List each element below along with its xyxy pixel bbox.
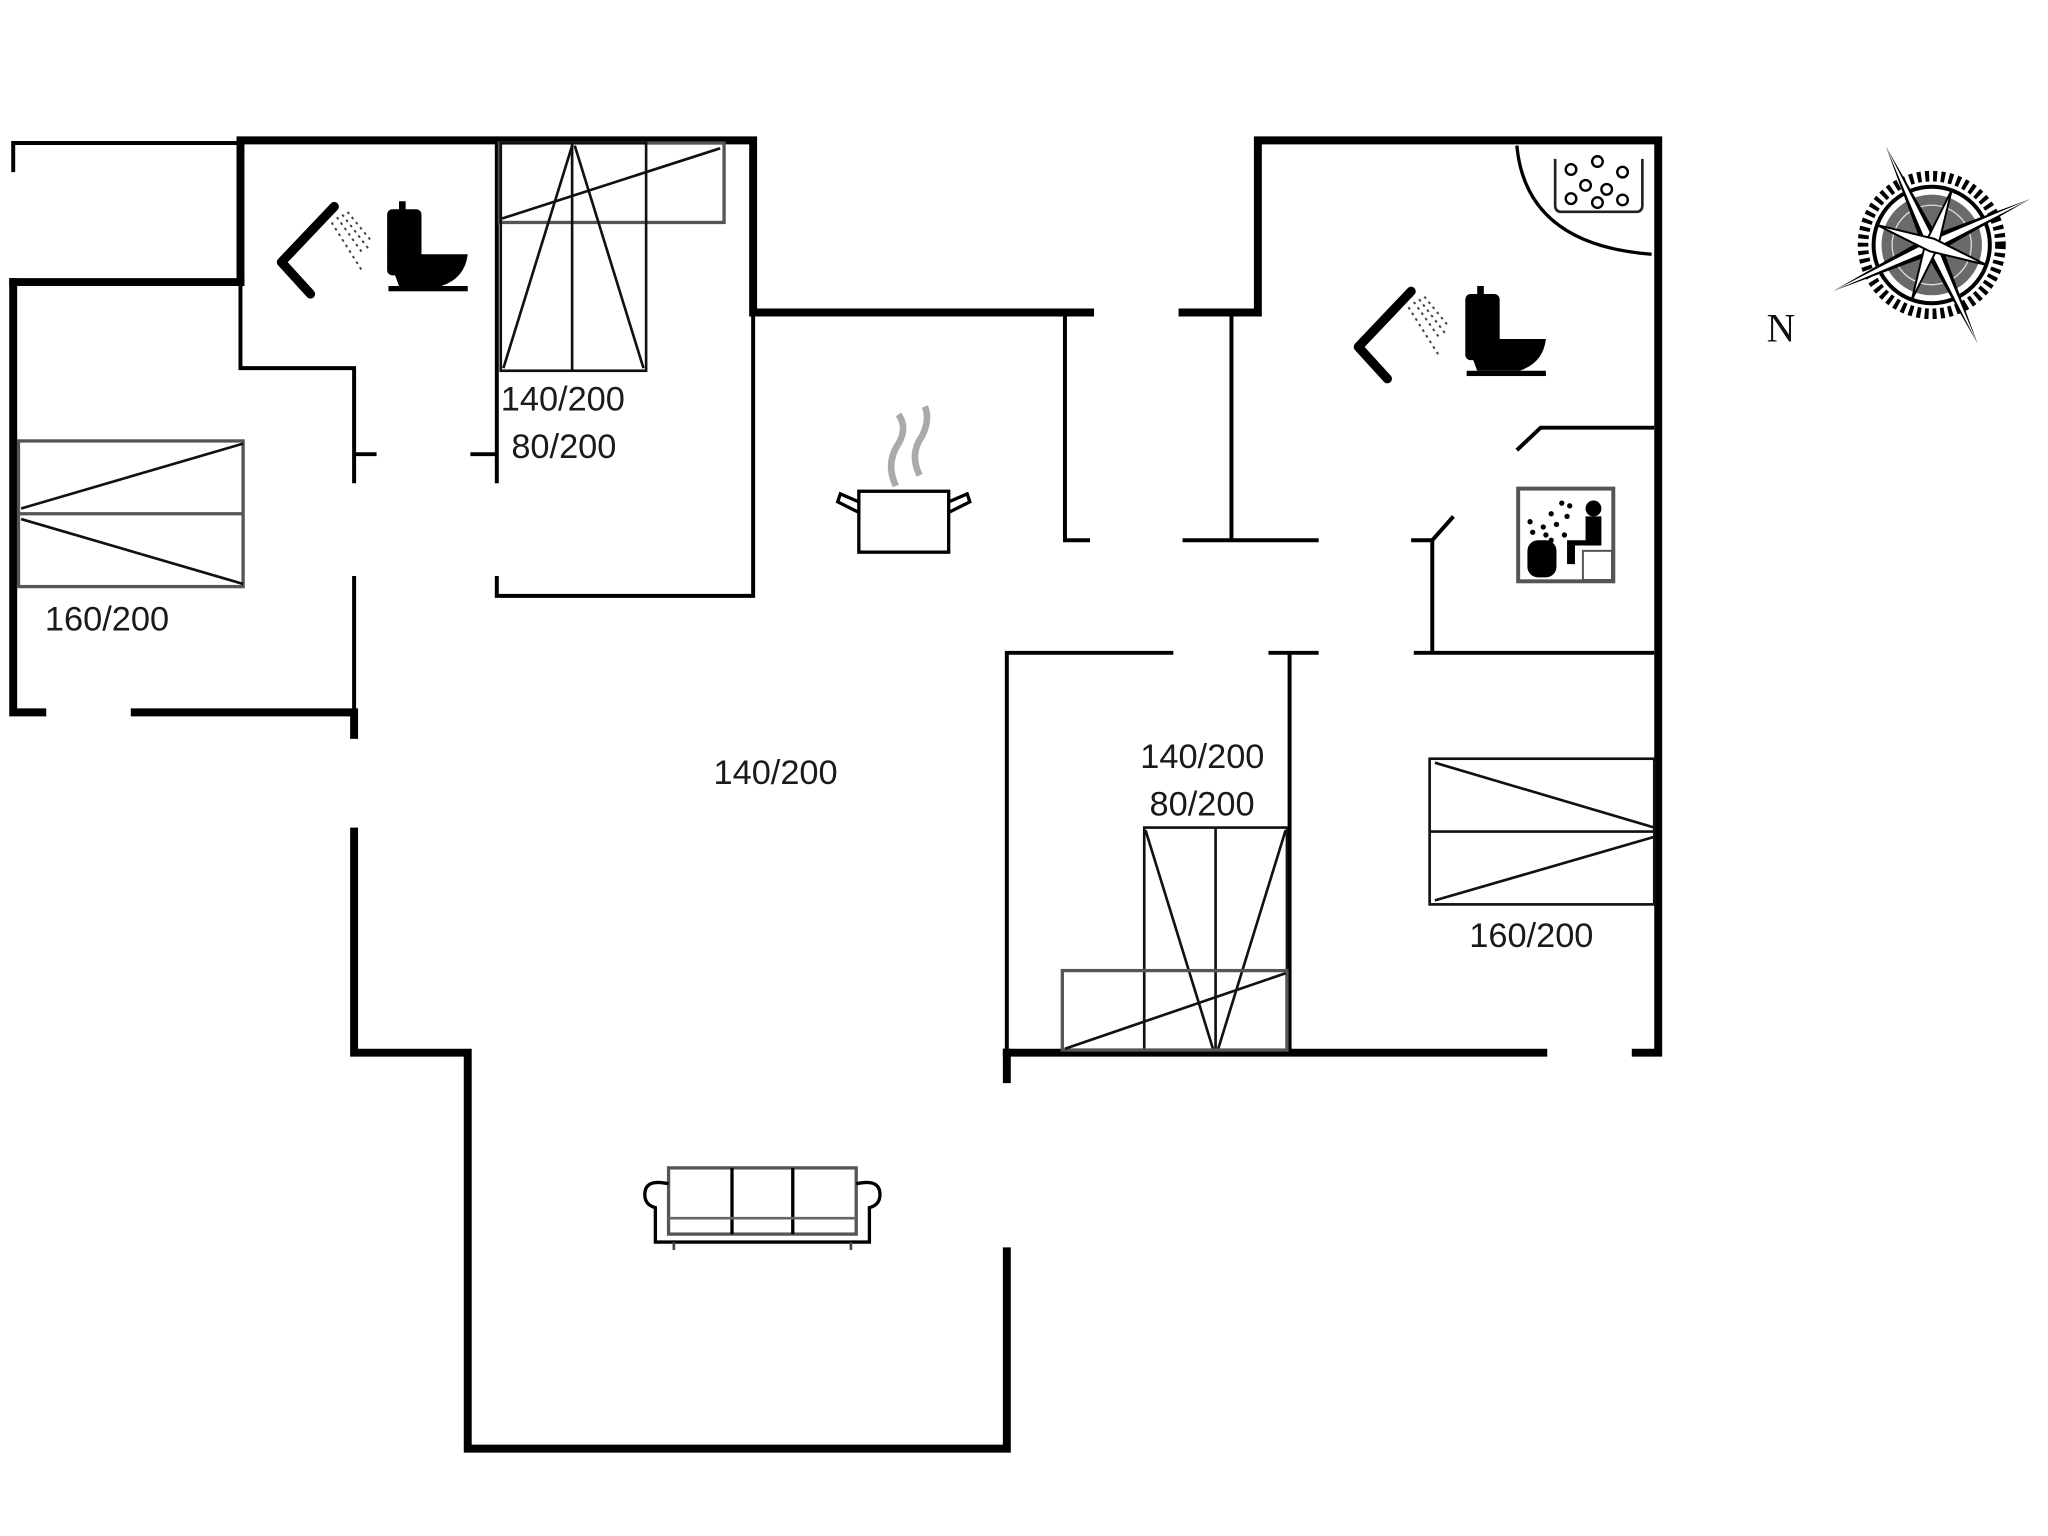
toilet-icon bbox=[1465, 286, 1546, 377]
bed-south bbox=[1060, 826, 1289, 1052]
bed-size-label: 160/200 bbox=[1469, 917, 1593, 955]
sauna-icon bbox=[1516, 486, 1616, 584]
wall-west-top bbox=[11, 141, 241, 173]
wall-north-bedroom-bottom bbox=[494, 312, 756, 598]
whirlpool-spa-icon bbox=[1515, 145, 1652, 256]
sofa-icon bbox=[643, 1166, 882, 1250]
wall-sauna-door bbox=[1411, 515, 1455, 543]
bed-size-label: 140/200 bbox=[501, 380, 625, 418]
wall-bath-west bbox=[238, 282, 357, 484]
toilet-icon bbox=[387, 201, 468, 292]
wall-kitchen-east bbox=[1062, 312, 1091, 543]
cooking-pot-icon bbox=[835, 405, 972, 554]
wall-sauna-top bbox=[1515, 425, 1655, 452]
bed-size-label: 160/200 bbox=[45, 600, 169, 638]
bed-north bbox=[497, 141, 726, 373]
shower-icon bbox=[276, 201, 373, 299]
wall-south-bedroom-west bbox=[1004, 650, 1174, 1080]
wall-west-bedroom bbox=[9, 278, 47, 717]
wall-west-bedroom-bottom bbox=[130, 708, 359, 739]
bed-size-label: 140/200 bbox=[1140, 738, 1264, 776]
compass-rose-icon bbox=[1833, 146, 2030, 344]
bed-size-label: 140/200 bbox=[713, 754, 837, 792]
wall-north-exterior bbox=[236, 136, 1095, 317]
north-label: N bbox=[1767, 307, 1796, 351]
walls bbox=[9, 136, 1663, 1453]
bed-east bbox=[1428, 757, 1656, 906]
wall-east-exterior bbox=[1178, 136, 1663, 1057]
bed-size-label: 80/200 bbox=[1150, 786, 1255, 824]
shower-icon bbox=[1353, 286, 1449, 384]
wall-living-exterior bbox=[350, 827, 1011, 1453]
bed-size-label: 80/200 bbox=[511, 428, 616, 466]
bed-west bbox=[16, 439, 245, 589]
